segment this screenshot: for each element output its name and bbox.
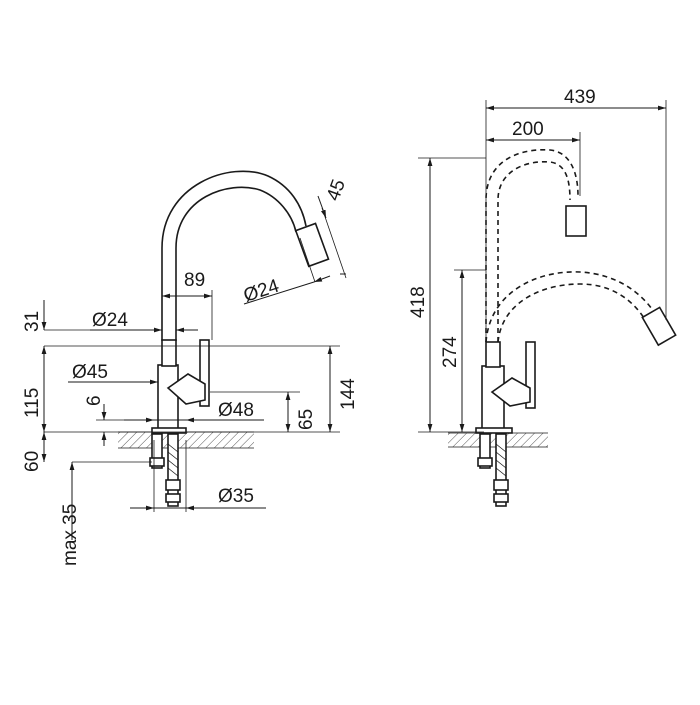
dim-45: 45 — [323, 177, 350, 204]
dim-dia48: Ø48 — [218, 400, 254, 421]
dim-115: 115 — [22, 388, 43, 418]
left-view: 31 115 60 max 35 6 Ø24 Ø45 Ø48 Ø35 — [22, 170, 359, 566]
spout-upper-dashed — [485, 149, 579, 342]
lever-handle-left — [199, 339, 210, 407]
aerator-left — [294, 222, 330, 268]
dim-439: 439 — [564, 87, 596, 108]
right-view: 439 200 418 274 — [408, 87, 677, 507]
aerator-upper — [565, 205, 587, 237]
dim-dia45: Ø45 — [72, 362, 108, 383]
dim-200: 200 — [512, 119, 544, 140]
dim-dia35: Ø35 — [218, 486, 254, 507]
dim-6: 6 — [84, 395, 105, 406]
faucet-body-left — [157, 364, 179, 430]
dim-max35: max 35 — [60, 504, 81, 566]
dim-65: 65 — [296, 409, 317, 430]
dim-418: 418 — [408, 286, 429, 318]
dim-dia24-spout: Ø24 — [241, 276, 282, 307]
dim-dia24-top: Ø24 — [92, 310, 128, 331]
dim-60: 60 — [22, 451, 43, 472]
aerator-lower — [641, 306, 677, 347]
dim-144: 144 — [338, 378, 359, 410]
dim-31: 31 — [22, 311, 43, 332]
supply-hoses-left — [149, 433, 181, 507]
spout-lower-dashed — [485, 271, 655, 343]
lever-handle-right — [525, 341, 536, 409]
supply-hoses-right — [477, 433, 509, 507]
dim-89: 89 — [184, 270, 205, 291]
spout-left — [161, 170, 307, 341]
dim-274: 274 — [440, 336, 461, 368]
